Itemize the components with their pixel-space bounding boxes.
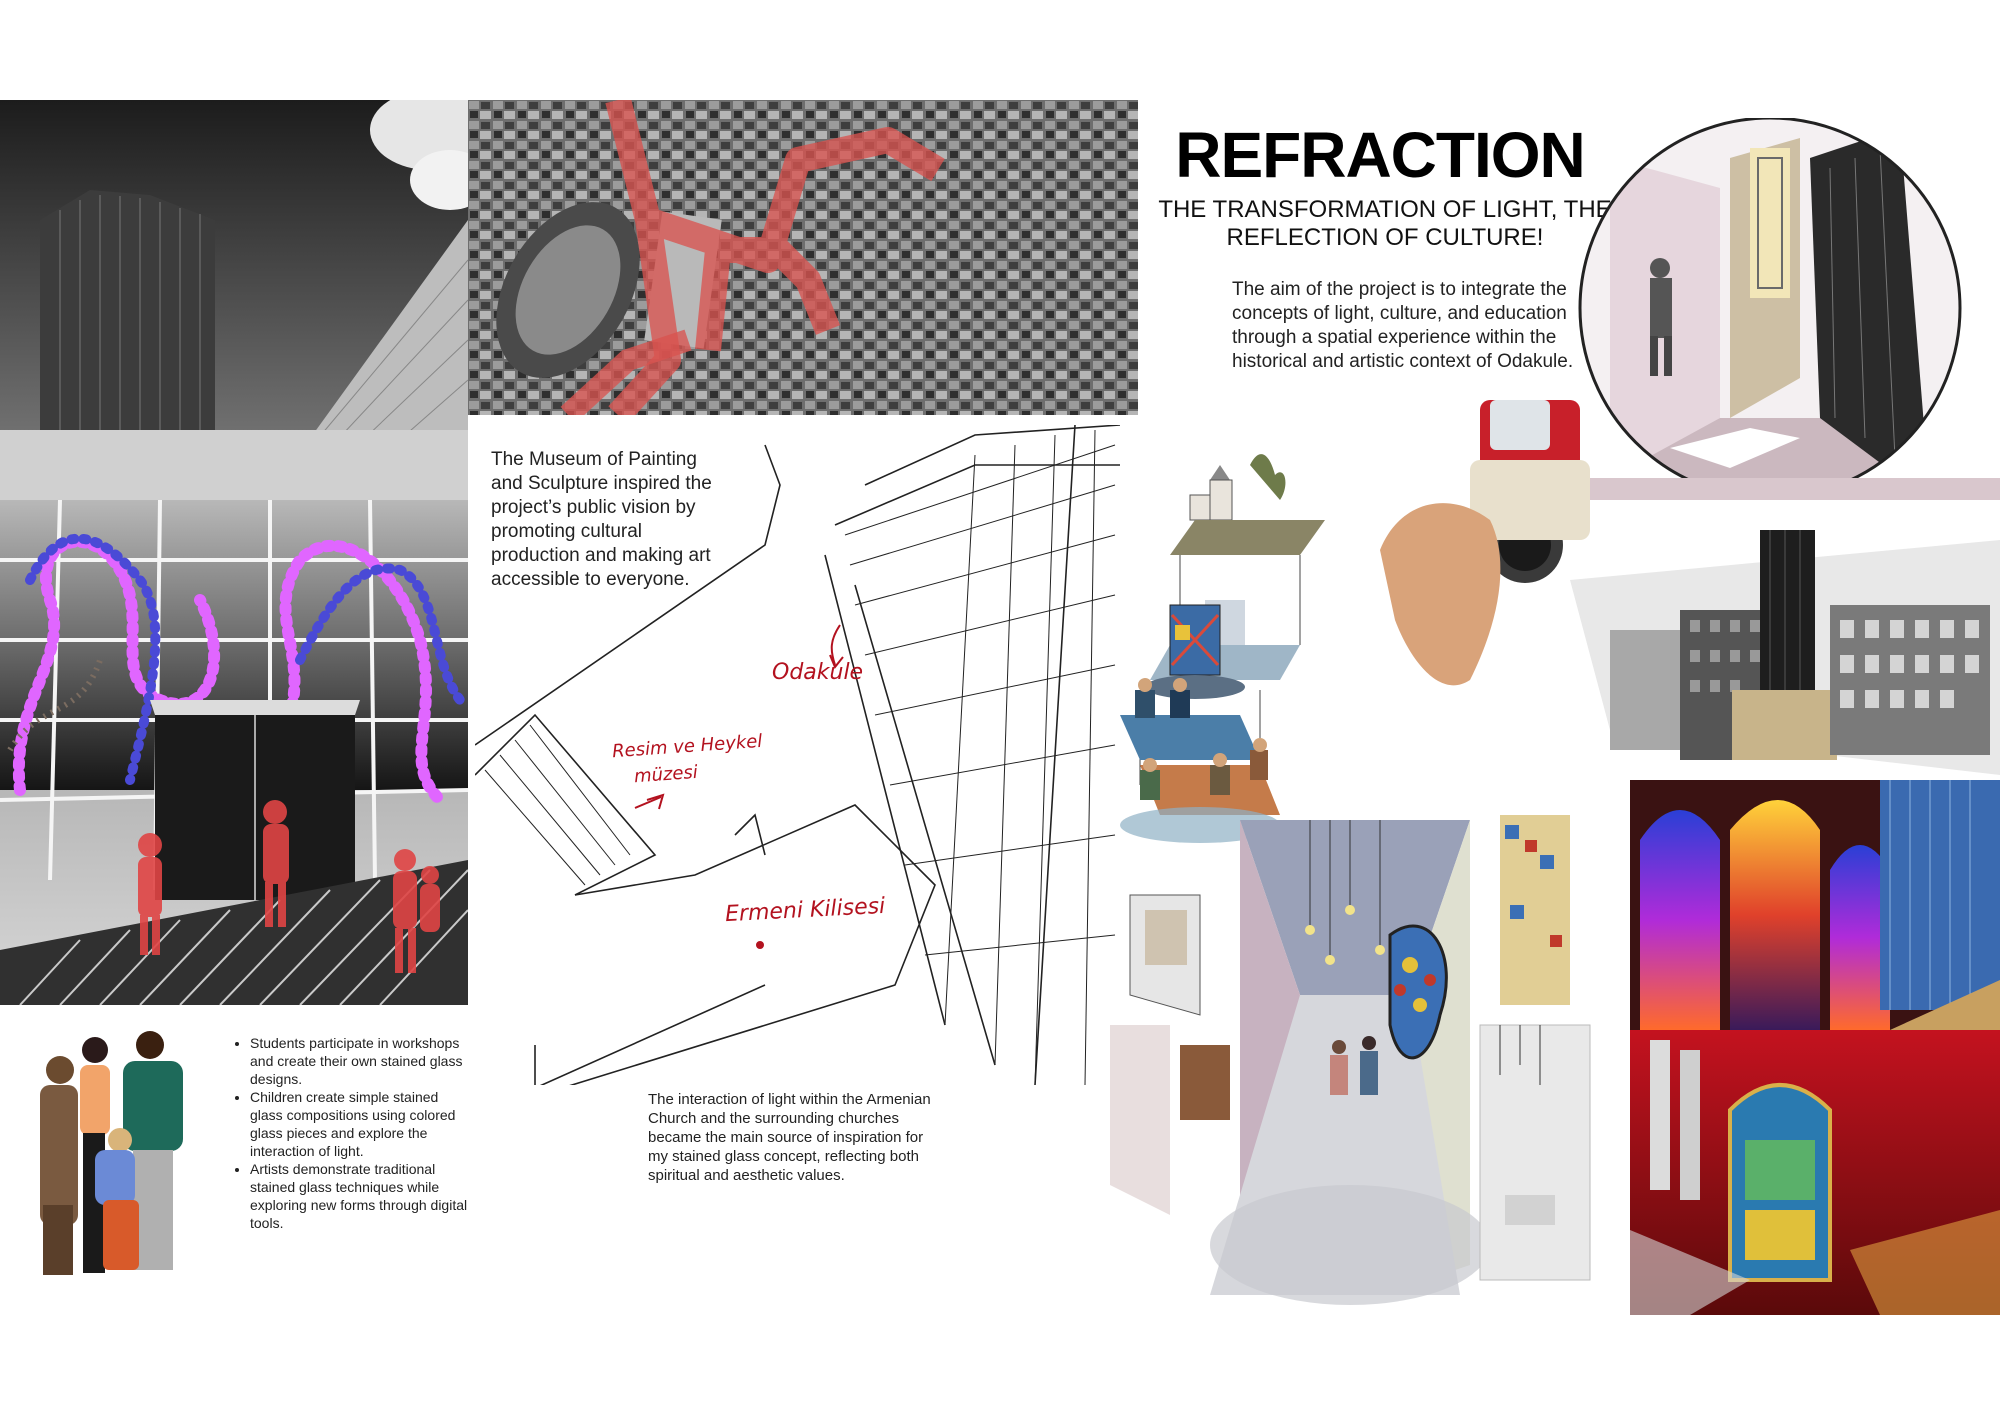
museum-paragraph: The Museum of Painting and Sculpture ins…	[491, 449, 712, 590]
people-illustration	[15, 1025, 195, 1280]
page-title: REFRACTION	[1175, 119, 1586, 191]
bullet-item: Children create simple stained glass com…	[250, 1088, 472, 1160]
workshop-bullets: Students participate in workshops and cr…	[222, 1034, 472, 1232]
circle-corridor-illustration	[1570, 118, 2000, 500]
camera-street-collage	[1370, 380, 2000, 775]
sketch-label-odakule: Odakule	[772, 660, 864, 685]
people-silhouettes	[138, 800, 440, 973]
aerial-map	[468, 100, 1138, 415]
aim-paragraph: The aim of the project is to integrate t…	[1232, 279, 1574, 372]
bullet-item: Artists demonstrate traditional stained …	[250, 1160, 472, 1232]
exhibition-corridor-illustration	[1100, 815, 1600, 1315]
interaction-paragraph: The interaction of light within the Arme…	[648, 1091, 931, 1184]
bullet-item: Students participate in workshops and cr…	[250, 1034, 472, 1088]
stained-glass-collage	[1630, 780, 2000, 1315]
perspective-sketch	[475, 425, 1120, 1085]
sketch-label-museum-2: müzesi	[633, 761, 699, 788]
workshop-tower-illustration	[1100, 425, 1340, 855]
tower-facade-photo	[0, 100, 468, 1005]
page-subtitle: THE TRANSFORMATION OF LIGHT, THE REFLECT…	[1158, 196, 1612, 251]
